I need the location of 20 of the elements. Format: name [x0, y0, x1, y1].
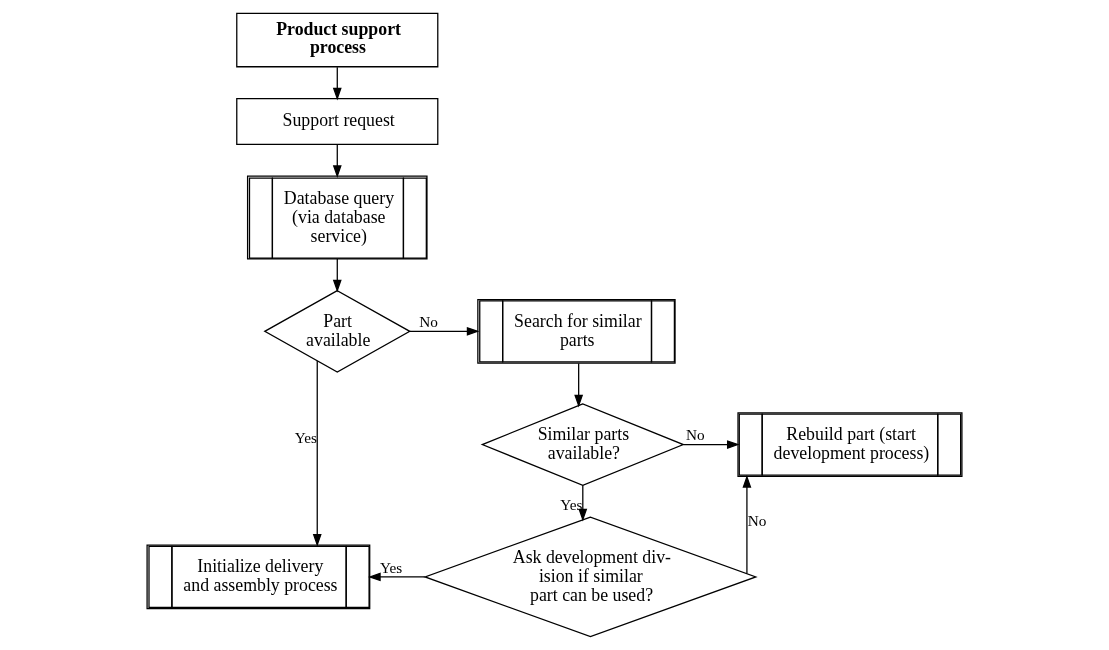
arrow — [574, 362, 584, 408]
node-diamond: Part available — [263, 289, 412, 373]
arrow — [682, 440, 740, 450]
arrow — [742, 475, 752, 575]
node-diamond: Similar parts available? — [480, 403, 685, 486]
edge-label: No — [419, 313, 438, 331]
arrow — [367, 572, 426, 582]
arrow — [312, 360, 322, 547]
arrow — [409, 326, 480, 336]
edge-label: Yes — [560, 495, 583, 513]
node-box: Product support process — [236, 12, 439, 68]
edge-label: Yes — [294, 429, 317, 447]
arrow — [578, 484, 588, 522]
edge-label: No — [686, 426, 705, 444]
node-box: Support request — [236, 97, 439, 145]
edge-label: Yes — [379, 558, 403, 576]
arrow — [332, 258, 342, 293]
arrow — [332, 66, 342, 101]
edge-label: No — [747, 512, 767, 530]
arrow — [332, 144, 342, 178]
